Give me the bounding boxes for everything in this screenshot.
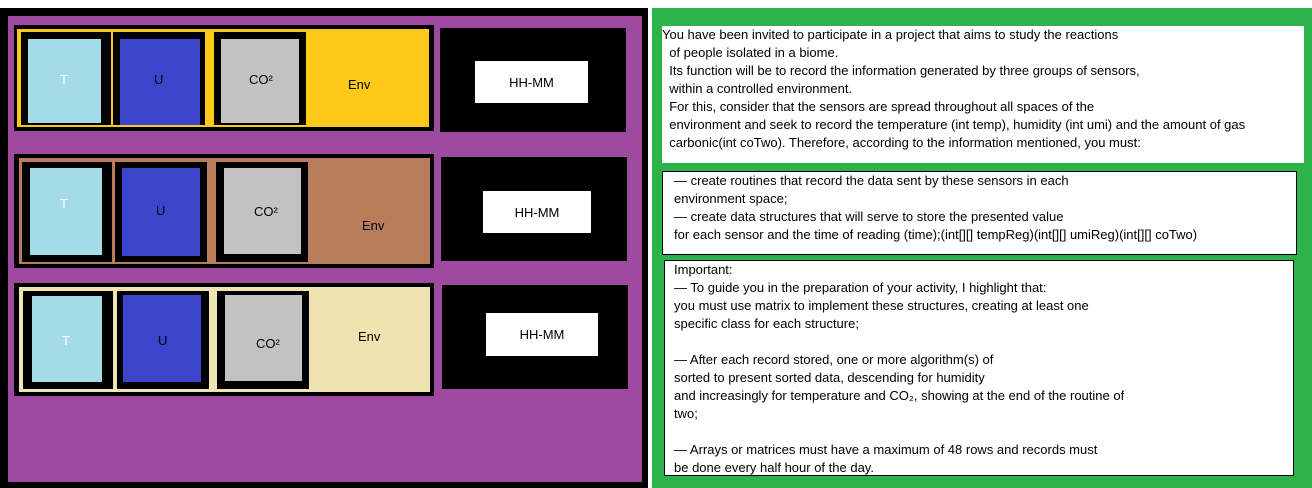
intro-line: within a controlled environment. [662, 81, 853, 96]
task-line: environment space; [674, 191, 788, 206]
sensor-row-3-humidity-label: U [158, 333, 168, 348]
sensor-diagram-panel: T U CO² Env HH-MM T U CO² Env [0, 8, 648, 488]
sensor-row-1-environment-label: Env [348, 77, 371, 92]
time-display-2-label: HH-MM [514, 204, 560, 220]
important-line: be done every half hour of the day. [674, 460, 874, 475]
sensor-row-3-humidity-tile: U [123, 295, 201, 382]
sensor-row-3-co2-tile: CO² [225, 295, 302, 381]
important-line: — After each record stored, one or more … [674, 352, 994, 367]
important-line [674, 423, 1293, 441]
sensor-row-2-humidity-tile: U [122, 168, 200, 256]
sensor-row-1-co2-label: CO² [249, 72, 273, 87]
sensor-row-3-co2-label: CO² [256, 336, 280, 351]
important-line: and increasingly for temperature and CO₂… [674, 388, 1125, 403]
important-line: you must use matrix to implement these s… [674, 298, 1089, 313]
task-line: — create routines that record the data s… [674, 173, 1069, 188]
tasks-text-box: — create routines that record the data s… [662, 171, 1297, 255]
sensor-row-1-humidity-label: U [154, 72, 164, 87]
sensor-row-2-co2-tile: CO² [224, 168, 301, 254]
intro-line: You have been invited to participate in … [662, 27, 1119, 42]
sensor-row-1: T U CO² Env [14, 25, 434, 131]
task-line: — create data structures that will serve… [674, 209, 1064, 224]
time-display-3: HH-MM [442, 285, 628, 389]
sensor-row-3-environment-label: Env [358, 329, 381, 344]
sensor-row-1-temperature-tile: T [28, 39, 101, 123]
intro-paragraph: You have been invited to participate in … [662, 26, 1304, 152]
important-line: sorted to present sorted data, descendin… [674, 370, 985, 385]
important-line [674, 333, 1293, 351]
important-line: two; [674, 406, 698, 421]
time-display-2: HH-MM [441, 157, 627, 261]
time-display-1-label: HH-MM [509, 74, 554, 90]
intro-line: environment and seek to record the tempe… [662, 117, 1246, 132]
intro-line: of people isolated in a biome. [662, 45, 839, 60]
important-line: — Arrays or matrices must have a maximum… [674, 442, 1098, 457]
sensor-row-2-temperature-label: T [60, 196, 68, 211]
intro-line: Its function will be to record the infor… [662, 63, 1140, 78]
intro-line: carbonic(int coTwo). Therefore, accordin… [662, 135, 1141, 150]
task-line: for each sensor and the time of reading … [674, 227, 1198, 242]
time-display-3-label: HH-MM [519, 327, 565, 342]
sensor-row-2-environment-label: Env [362, 218, 385, 233]
sensor-row-3: T U CO² Env [14, 283, 434, 396]
sensor-row-1-temperature-label: T [60, 72, 68, 87]
intro-line: For this, consider that the sensors are … [662, 99, 1095, 114]
important-line: — To guide you in the preparation of you… [674, 280, 1047, 295]
important-paragraph: Important: — To guide you in the preparat… [674, 261, 1293, 475]
sensor-row-3-temperature-label: T [62, 333, 70, 348]
tasks-paragraph: — create routines that record the data s… [674, 172, 1296, 244]
sensor-row-2-temperature-tile: T [30, 168, 102, 255]
sensor-row-3-temperature-tile: T [32, 296, 102, 382]
sensor-row-1-humidity-tile: U [120, 39, 200, 125]
important-line: specific class for each structure; [674, 316, 859, 331]
time-display-2-face: HH-MM [483, 191, 591, 233]
intro-text-box: You have been invited to participate in … [662, 26, 1304, 163]
time-display-1-face: HH-MM [475, 61, 588, 103]
important-line: Important: [674, 262, 733, 277]
time-display-1: HH-MM [440, 28, 626, 132]
sensor-row-2: T U CO² Env [14, 154, 434, 268]
sensor-row-2-humidity-label: U [156, 203, 166, 218]
sensor-row-1-co2-tile: CO² [221, 39, 299, 123]
important-text-box: Important: — To guide you in the preparat… [664, 260, 1294, 476]
time-display-3-face: HH-MM [486, 313, 598, 356]
sensor-row-2-co2-label: CO² [254, 204, 278, 219]
